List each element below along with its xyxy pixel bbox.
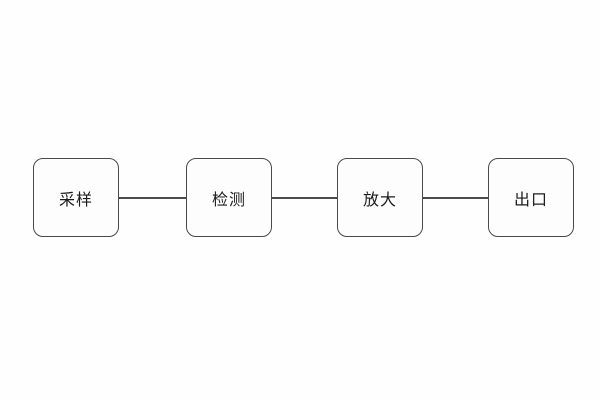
flow-node-amplification-label: 放大 (362, 191, 397, 209)
connector-detection-amplification (272, 197, 337, 199)
connector-amplification-outlet (422, 197, 488, 199)
flow-node-outlet-label: 出口 (513, 191, 548, 209)
flow-node-detection: 检测 (186, 158, 272, 237)
flow-node-outlet: 出口 (488, 158, 574, 237)
flow-node-sampling-label: 采样 (58, 191, 93, 209)
flow-node-detection-label: 检测 (211, 191, 246, 209)
connector-sampling-detection (119, 197, 186, 199)
flow-node-sampling: 采样 (33, 158, 119, 237)
flow-node-amplification: 放大 (337, 158, 423, 237)
